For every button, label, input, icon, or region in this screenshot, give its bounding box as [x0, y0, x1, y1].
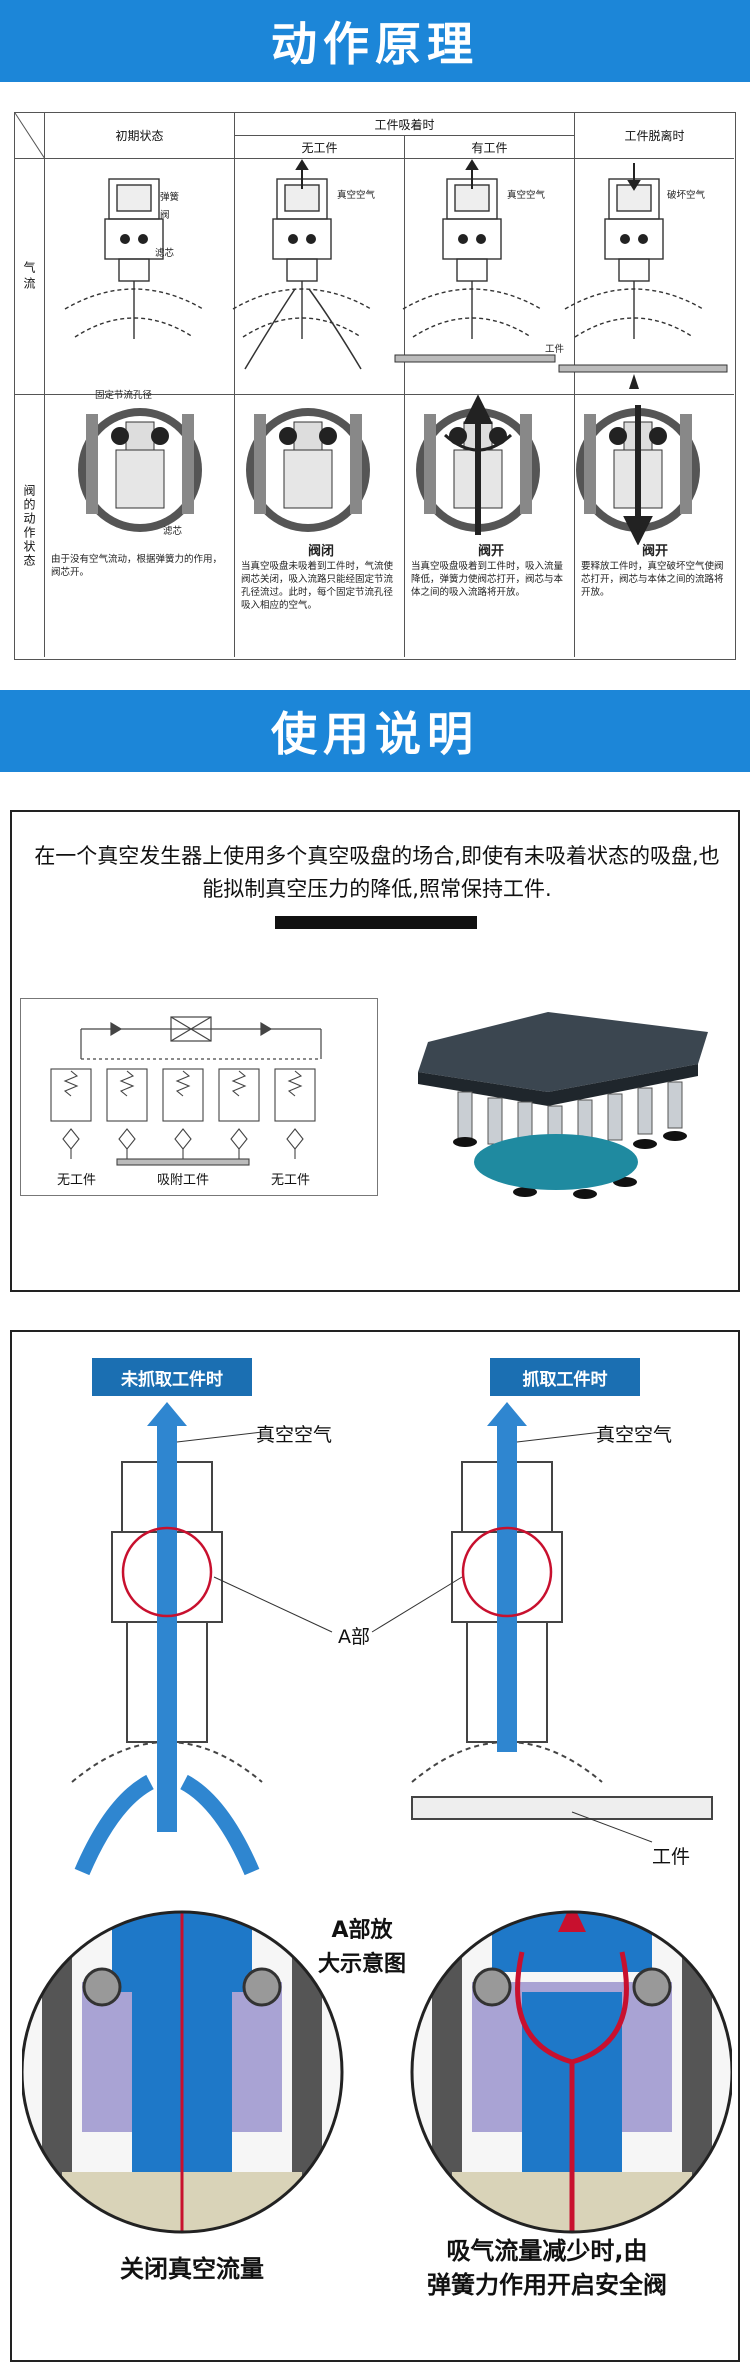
- label-adsorb-work: 吸附工件: [157, 1173, 210, 1188]
- note-no-work-title: 阀闭: [307, 544, 334, 559]
- header-release: 工件脱离时: [575, 113, 734, 159]
- label-spring: 弹簧: [160, 192, 180, 203]
- banner-usage: 使用说明: [0, 690, 750, 772]
- banner-title: 动作原理: [271, 17, 479, 71]
- circuit-diagram: 无工件 吸附工件 无工件: [20, 998, 378, 1196]
- label-filter-2: 滤芯: [163, 526, 183, 537]
- tag-gripping: 抓取工件时: [490, 1358, 640, 1396]
- caption-open-valve: 吸气流量减少时,由 弹簧力作用开启安全阀: [427, 2237, 667, 2299]
- label-vacuum-air-2: 真空空气: [507, 190, 546, 201]
- label-no-work-right: 无工件: [271, 1173, 311, 1188]
- enlarged-part-a: [22, 1910, 732, 2234]
- note-with-work-title: 阀开: [477, 544, 504, 559]
- label-vacuum-air-right: 真空空气: [596, 1424, 673, 1446]
- principle-table: 初期状态 工件吸着时 无工件 有工件 工件脱离时 气流 阀的动作状态: [14, 112, 736, 660]
- note-initial: 由于没有空气流动，根据弹簧力的作用，阀芯开。: [51, 554, 223, 578]
- note-with-work-text: 当真空吸盘吸着到工件时，吸入流量降低，弹簧力使阀芯打开，阀芯与本体之间的吸入流路…: [411, 561, 564, 598]
- label-no-work-left: 无工件: [57, 1173, 97, 1188]
- note-release-text: 要释放工件时，真空破坏空气使阀芯打开，阀芯与本体之间的流路将开放。: [581, 561, 724, 598]
- banner-operation-principle: 动作原理: [0, 0, 750, 82]
- label-break-air: 破坏空气: [667, 190, 706, 201]
- label-vacuum-air-left: 真空空气: [256, 1424, 333, 1446]
- detail-panel: 未抓取工件时 抓取工件时 真空空气 真空空气 A部 工: [10, 1330, 740, 2362]
- note-no-work: 阀闭 当真空吸盘未吸着到工件时，气流使阀芯关闭，吸入流路只能经固定节流孔径流过。…: [241, 545, 401, 612]
- note-no-work-text: 当真空吸盘未吸着到工件时，气流使阀芯关闭，吸入流路只能经固定节流孔径流过。此时，…: [241, 561, 394, 611]
- header-adsorb: 工件吸着时: [235, 113, 575, 136]
- label-vacuum-air: 真空空气: [337, 190, 376, 201]
- label-enlarged: A部放 大示意图: [317, 1918, 406, 1977]
- note-release-title: 阀开: [641, 544, 668, 559]
- row-airflow: 气流: [15, 159, 45, 395]
- header-with-work: 有工件: [405, 136, 575, 159]
- caption-close-flow: 关闭真空流量: [120, 2255, 264, 2283]
- header-initial: 初期状态: [45, 113, 235, 159]
- banner-title-usage: 使用说明: [271, 707, 479, 761]
- label-fixed-orifice: 固定节流孔径: [95, 390, 153, 401]
- divider-bar: [275, 916, 477, 929]
- note-with-work: 阀开 当真空吸盘吸着到工件时，吸入流量降低，弹簧力使阀芯打开，阀芯与本体之间的吸…: [411, 545, 571, 599]
- valve-state-diagrams: [77, 395, 701, 545]
- corner-cell: [15, 112, 45, 159]
- label-workpiece: 工件: [545, 344, 565, 355]
- header-no-work: 无工件: [235, 136, 405, 159]
- usage-panel: 在一个真空发生器上使用多个真空吸盘的场合,即使有未吸着状态的吸盘,也能拟制真空压…: [10, 810, 740, 1292]
- label-workpiece-3: 工件: [652, 1846, 691, 1868]
- note-release: 阀开 要释放工件时，真空破坏空气使阀芯打开，阀芯与本体之间的流路将开放。: [581, 545, 729, 599]
- label-filter: 滤芯: [155, 248, 175, 259]
- label-part-a: A部: [338, 1626, 370, 1648]
- usage-intro: 在一个真空发生器上使用多个真空吸盘的场合,即使有未吸着状态的吸盘,也能拟制真空压…: [34, 844, 720, 901]
- ejector-cross-sections: [71, 1402, 713, 1876]
- suction-plate-illustration: [418, 1012, 708, 1199]
- tag-not-gripping: 未抓取工件时: [92, 1358, 252, 1396]
- airflow-diagrams: [64, 159, 728, 389]
- row-valve-state: 阀的动作状态: [15, 395, 45, 657]
- label-valve: 阀: [160, 210, 170, 221]
